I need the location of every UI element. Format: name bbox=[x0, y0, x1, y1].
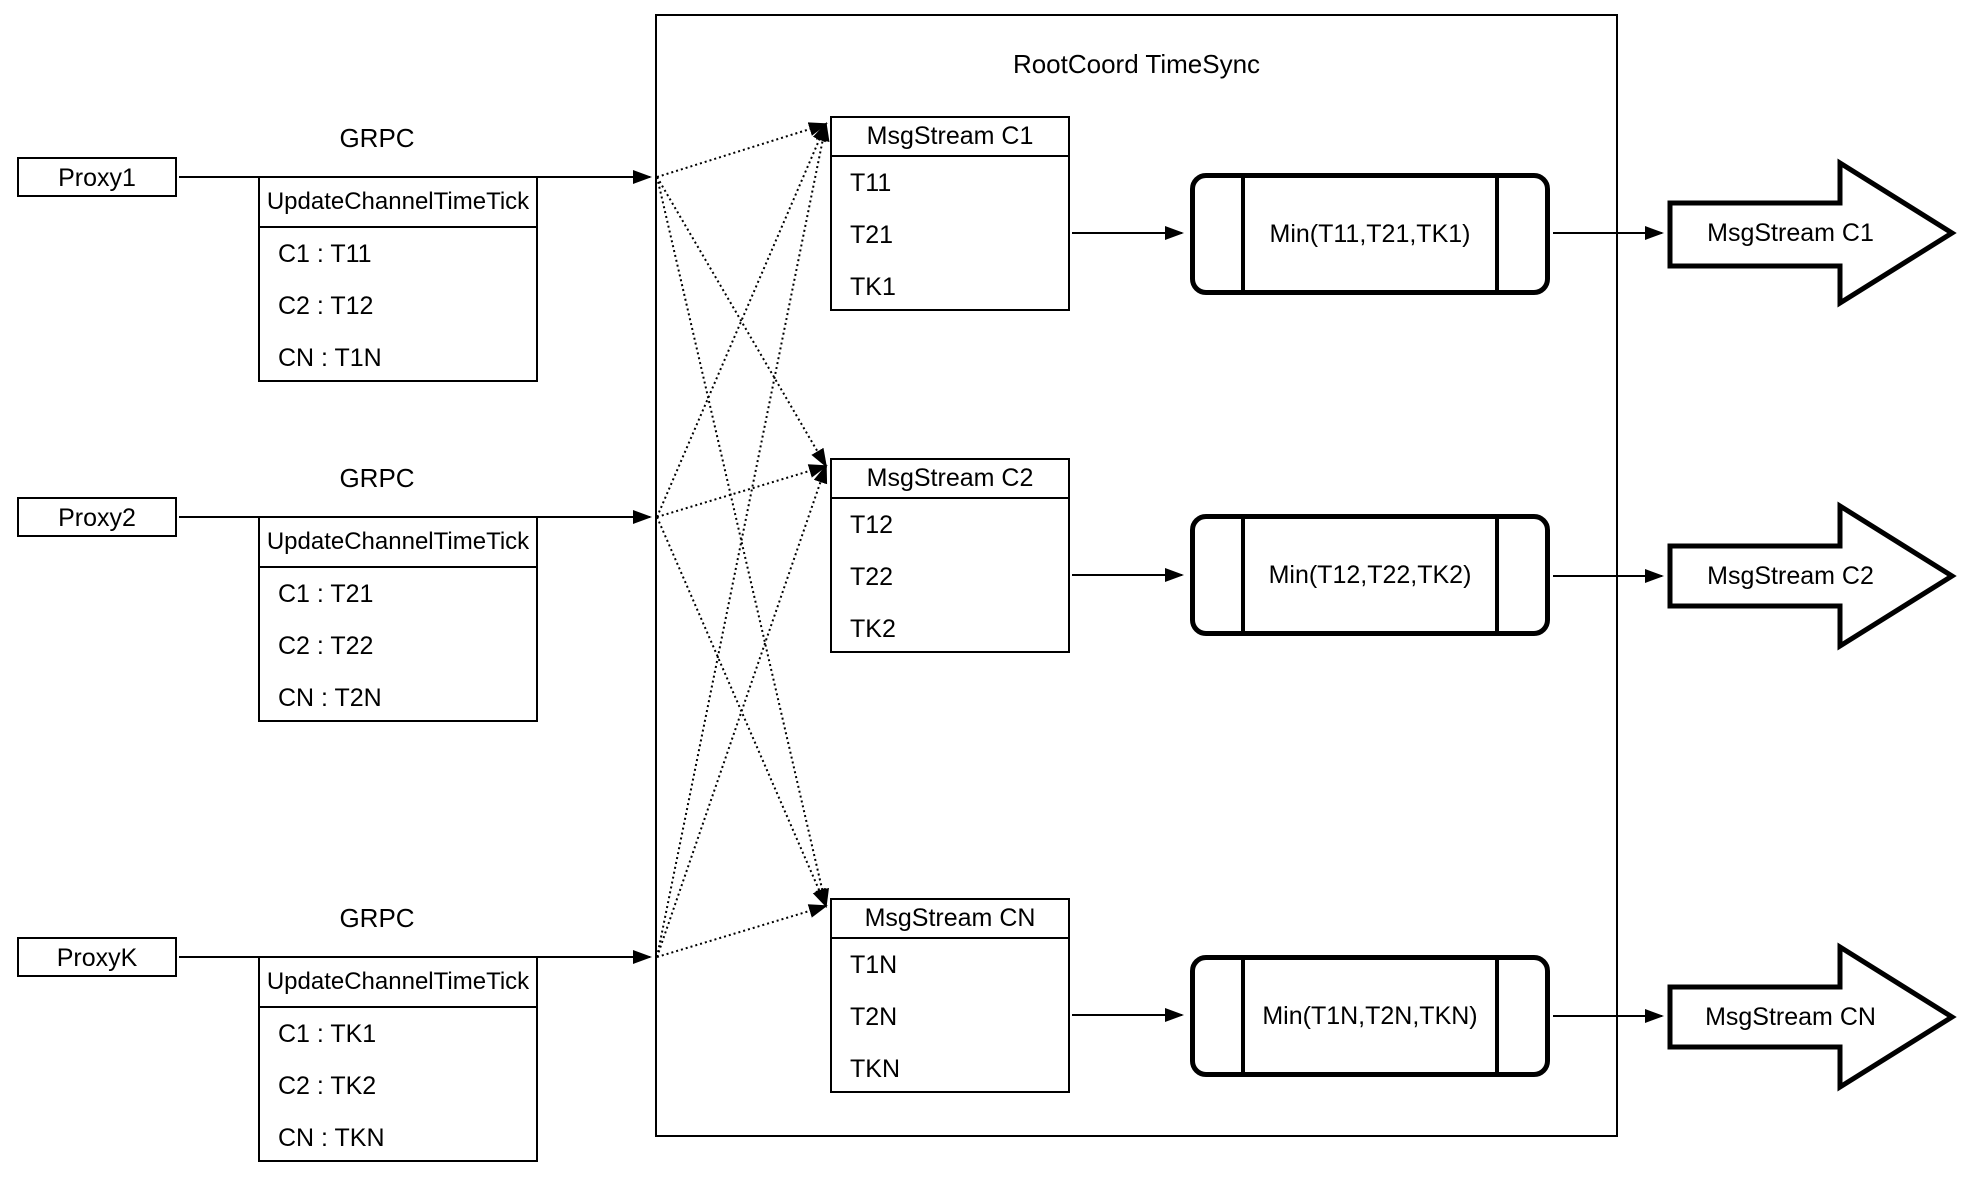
min-box-cn-label: Min(T1N,T2N,TKN) bbox=[1262, 1001, 1478, 1030]
table-row: T1N bbox=[850, 950, 898, 979]
table-row: C1 : T21 bbox=[278, 579, 374, 608]
min-box-c1-label: Min(T11,T21,TK1) bbox=[1269, 219, 1471, 248]
dotted-line-pk-c2 bbox=[656, 464, 828, 958]
table-row: C2 : TK2 bbox=[278, 1071, 377, 1100]
msgstream-table-c1-header: MsgStream C1 bbox=[832, 118, 1068, 157]
msgstream-table-cn: MsgStream CN T1N T2N TKN bbox=[830, 898, 1070, 1093]
table-row: CN : T1N bbox=[278, 343, 382, 372]
proxy1-box: Proxy1 bbox=[17, 157, 177, 197]
grpc-label-3: GRPC bbox=[339, 903, 415, 933]
table-row: CN : TKN bbox=[278, 1123, 385, 1152]
msgstream-table-c1: MsgStream C1 T11 T21 TK1 bbox=[830, 116, 1070, 311]
output-block-arrows bbox=[1667, 158, 1957, 1092]
dotted-line-p1-c2 bbox=[656, 176, 828, 468]
dotted-line-pk-c1 bbox=[656, 122, 830, 958]
dotted-line-p2-cn bbox=[656, 516, 827, 908]
table-row: C2 : T22 bbox=[278, 631, 374, 660]
proxyk-box: ProxyK bbox=[17, 937, 177, 977]
block-arrow-c2 bbox=[1667, 501, 1957, 651]
table-row: TK1 bbox=[850, 272, 896, 301]
min-box-c1: Min(T11,T21,TK1) bbox=[1190, 173, 1550, 295]
min-box-c2-label: Min(T12,T22,TK2) bbox=[1268, 560, 1472, 589]
table-row: T11 bbox=[850, 168, 892, 197]
dotted-line-p2-c2 bbox=[656, 464, 828, 518]
table-row: C1 : TK1 bbox=[278, 1019, 377, 1048]
dotted-line-p2-c1 bbox=[656, 122, 827, 518]
grpc-label-1: GRPC bbox=[339, 123, 415, 153]
update-tick-table-2-header: UpdateChannelTimeTick bbox=[260, 518, 536, 568]
table-row: TKN bbox=[850, 1054, 900, 1083]
stream-to-min-lines bbox=[1072, 226, 1184, 1022]
table-row: C1 : T11 bbox=[278, 239, 372, 268]
proxy2-label: Proxy2 bbox=[58, 504, 136, 532]
proxy2-box: Proxy2 bbox=[17, 497, 177, 537]
table-row: T2N bbox=[850, 1002, 898, 1031]
update-tick-table-1-header: UpdateChannelTimeTick bbox=[260, 178, 536, 228]
output-arrow-c2-label: MsgStream C2 bbox=[1707, 562, 1874, 590]
min-box-c2: Min(T12,T22,TK2) bbox=[1190, 514, 1550, 636]
min-box-cn: Min(T1N,T2N,TKN) bbox=[1190, 955, 1550, 1077]
proxy1-label: Proxy1 bbox=[58, 164, 136, 192]
table-row: CN : T2N bbox=[278, 683, 382, 712]
table-row: C2 : T12 bbox=[278, 291, 374, 320]
msgstream-table-cn-header: MsgStream CN bbox=[832, 900, 1068, 939]
rootcoord-title: RootCoord TimeSync bbox=[1012, 49, 1261, 79]
grpc-label-2: GRPC bbox=[339, 463, 415, 493]
update-tick-table-1: UpdateChannelTimeTick C1 : T11 C2 : T12 … bbox=[258, 176, 538, 382]
output-arrow-c1-label: MsgStream C1 bbox=[1707, 219, 1874, 247]
dotted-line-p1-cn bbox=[656, 176, 829, 908]
msgstream-table-c2: MsgStream C2 T12 T22 TK2 bbox=[830, 458, 1070, 653]
table-row: TK2 bbox=[850, 614, 896, 643]
min-to-output-lines bbox=[1553, 226, 1664, 1023]
msgstream-table-c2-header: MsgStream C2 bbox=[832, 460, 1068, 499]
proxyk-label: ProxyK bbox=[56, 944, 138, 972]
update-tick-table-3-header: UpdateChannelTimeTick bbox=[260, 958, 536, 1008]
dotted-line-pk-cn bbox=[656, 904, 828, 958]
block-arrow-c1 bbox=[1667, 158, 1957, 308]
dotted-dispatch-lines bbox=[656, 122, 830, 958]
block-arrow-cn bbox=[1667, 942, 1957, 1092]
table-row: T12 bbox=[850, 510, 894, 539]
output-arrow-cn-label: MsgStream CN bbox=[1705, 1003, 1876, 1031]
dotted-line-p1-c1 bbox=[656, 122, 828, 178]
update-tick-table-2: UpdateChannelTimeTick C1 : T21 C2 : T22 … bbox=[258, 516, 538, 722]
table-row: T22 bbox=[850, 562, 894, 591]
update-tick-table-3: UpdateChannelTimeTick C1 : TK1 C2 : TK2 … bbox=[258, 956, 538, 1162]
table-row: T21 bbox=[850, 220, 894, 249]
